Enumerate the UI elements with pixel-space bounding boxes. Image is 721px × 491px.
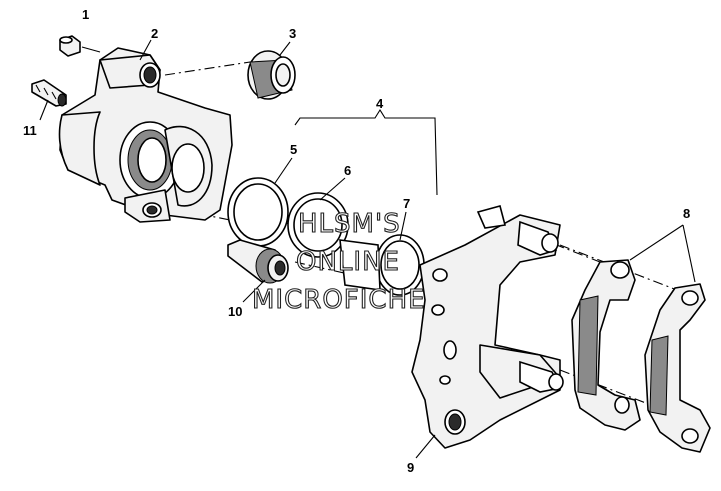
callout-2: 2 — [151, 26, 158, 41]
watermark-line-1: HLSM'S — [298, 209, 401, 239]
callout-10: 10 — [228, 304, 242, 319]
piston-part — [247, 50, 296, 100]
callout-leaders — [39, 39, 696, 459]
watermark-line-3: MICROFICHE — [252, 285, 426, 315]
callout-6: 6 — [344, 163, 351, 178]
brake-pad-outer-part — [644, 283, 711, 453]
watermark: HLSM'S ONLINE MICROFICHE — [251, 208, 426, 315]
brake-pad-inner-part — [571, 259, 641, 431]
piston-seal-part — [227, 177, 289, 247]
dust-boot-part — [287, 192, 349, 258]
callout-7: 7 — [403, 196, 410, 211]
callout-11: 11 — [23, 123, 37, 138]
callout-5: 5 — [290, 142, 297, 157]
callout-labels: 1 2 3 4 5 6 7 8 9 10 11 — [23, 7, 690, 475]
callout-4: 4 — [376, 96, 384, 111]
retaining-ring-part — [339, 234, 425, 296]
slide-pin-part — [227, 239, 289, 284]
callout-8: 8 — [683, 206, 690, 221]
callout-1: 1 — [82, 7, 89, 22]
caliper-housing-part — [58, 47, 233, 223]
caliper-bracket-part — [411, 205, 564, 449]
callout-3: 3 — [289, 26, 296, 41]
watermark-line-2: ONLINE — [296, 247, 400, 277]
bleeder-cap-part — [59, 35, 101, 57]
bleeder-screw-part — [31, 79, 67, 107]
callout-9: 9 — [407, 460, 414, 475]
